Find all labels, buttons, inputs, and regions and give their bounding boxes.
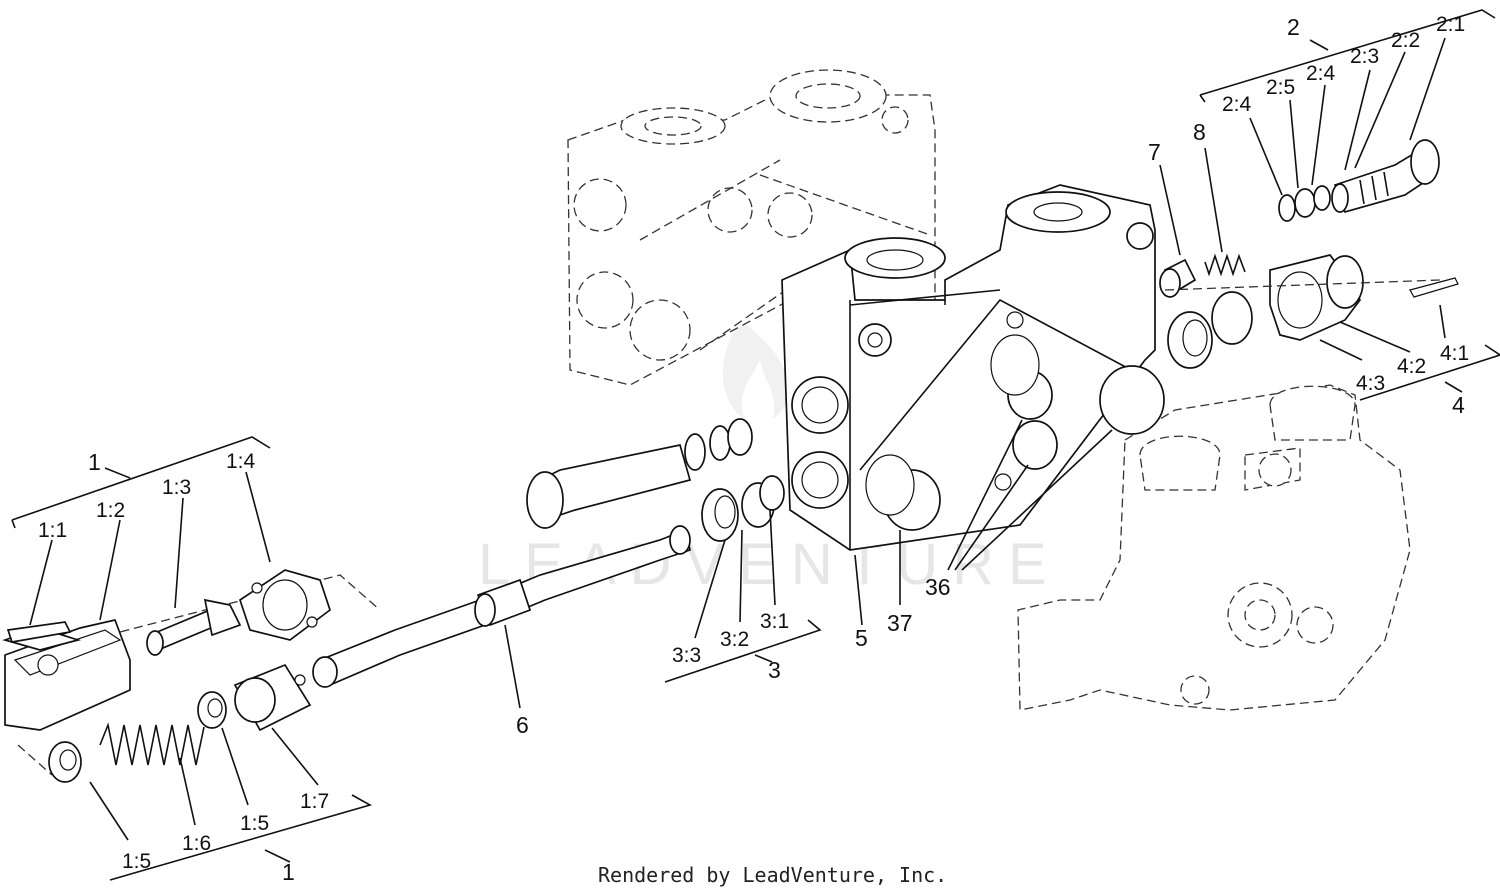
label-6: 6 xyxy=(516,712,529,738)
o-ring-37 xyxy=(865,454,941,531)
label-2-5: 2:5 xyxy=(1266,76,1295,99)
plug-and-seal-stack xyxy=(526,418,753,529)
label-group-3: 3 xyxy=(768,657,781,683)
label-group-1-top: 1 xyxy=(88,449,101,475)
label-2-2: 2:2 xyxy=(1391,29,1420,52)
ghost-end-cap xyxy=(1017,384,1411,711)
spool-part-6 xyxy=(312,525,692,688)
cap-assembly-1 xyxy=(2,569,381,783)
label-1-6: 1:6 xyxy=(182,832,211,855)
label-3-1: 3:1 xyxy=(760,610,789,633)
label-1-3: 1:3 xyxy=(162,476,191,499)
main-valve-body xyxy=(781,184,1156,551)
label-4-3: 4:3 xyxy=(1356,372,1385,395)
label-5: 5 xyxy=(855,625,868,651)
label-3-3: 3:3 xyxy=(672,644,701,667)
relief-plug-assembly-2 xyxy=(1278,139,1440,222)
leader-lines xyxy=(11,9,1500,881)
label-2-1: 2:1 xyxy=(1436,13,1465,36)
label-36: 36 xyxy=(925,574,951,600)
cover-assembly-4 xyxy=(1164,254,1459,369)
label-4-1: 4:1 xyxy=(1440,342,1469,365)
label-2-4-right: 2:4 xyxy=(1306,62,1336,85)
label-3-2: 3:2 xyxy=(720,628,749,651)
render-credit: Rendered by LeadVenture, Inc. xyxy=(598,863,947,887)
label-group-4: 4 xyxy=(1452,392,1465,418)
label-2-3: 2:3 xyxy=(1350,45,1379,68)
watermark-flame-logo xyxy=(722,320,789,420)
label-1-5-left: 1:5 xyxy=(122,850,151,873)
label-8: 8 xyxy=(1193,119,1206,145)
label-1-1: 1:1 xyxy=(38,519,67,542)
label-group-2: 2 xyxy=(1287,14,1300,40)
label-37: 37 xyxy=(887,610,913,636)
label-4-2: 4:2 xyxy=(1397,355,1426,378)
label-1-2: 1:2 xyxy=(96,499,125,522)
label-group-1-bottom: 1 xyxy=(282,859,295,885)
detent-parts-7-8 xyxy=(1159,253,1246,298)
part-labels: 1 1:1 1:2 1:3 1:4 1:5 1:6 1:5 1:7 1 6 3:… xyxy=(38,13,1469,885)
seal-kit-3 xyxy=(701,475,785,542)
o-rings-36 xyxy=(990,334,1165,470)
label-1-5-right: 1:5 xyxy=(240,812,269,835)
label-2-4-left: 2:4 xyxy=(1222,93,1252,116)
label-1-7: 1:7 xyxy=(300,790,329,813)
label-1-4: 1:4 xyxy=(226,450,256,473)
label-7: 7 xyxy=(1148,139,1161,165)
